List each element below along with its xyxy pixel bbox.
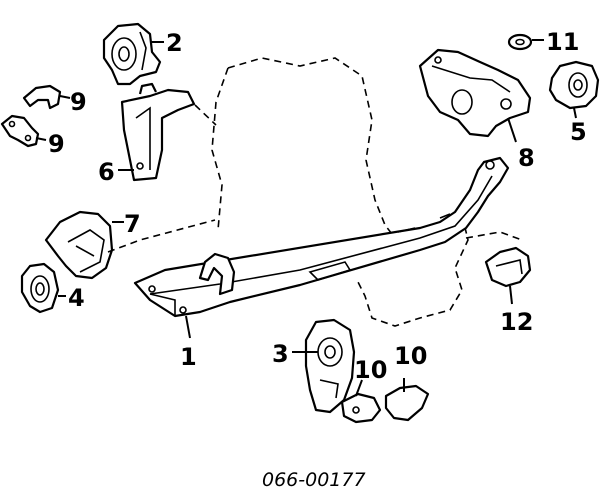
diagram-caption: 066-00177 (262, 469, 366, 491)
washer-part-11 (507, 33, 533, 51)
mount-part-7 (44, 210, 216, 280)
callout-4: 4 (68, 284, 85, 312)
mount-part-4 (20, 262, 60, 314)
clip-part-9-lower (0, 114, 40, 148)
mount-part-8 (418, 48, 532, 138)
callouts: 1 2 3 4 5 6 7 8 9 9 10 10 11 12 (48, 28, 587, 384)
callout-10-left: 10 (354, 356, 387, 384)
callout-1: 1 (180, 343, 197, 371)
callout-11: 11 (546, 28, 579, 56)
crossmember-part-1 (133, 156, 510, 318)
callout-3: 3 (272, 340, 289, 368)
mount-part-12 (465, 231, 532, 288)
callout-8: 8 (518, 144, 535, 172)
callout-9-upper: 9 (70, 88, 87, 116)
bracket-part-6 (120, 82, 196, 182)
mount-part-2 (102, 22, 162, 86)
callout-10-right: 10 (394, 342, 427, 370)
insulator-part-10-right (384, 384, 430, 422)
callout-5: 5 (570, 118, 587, 146)
callout-6: 6 (98, 158, 115, 186)
leader-lines (35, 39, 577, 397)
callout-7: 7 (124, 210, 141, 238)
mount-part-3 (304, 318, 356, 414)
callout-12: 12 (500, 308, 533, 336)
mount-part-5 (548, 60, 600, 110)
clip-part-9-upper (22, 84, 62, 110)
callout-2: 2 (166, 29, 183, 57)
callout-9-lower: 9 (48, 130, 65, 158)
insulator-part-10-left (340, 392, 382, 424)
